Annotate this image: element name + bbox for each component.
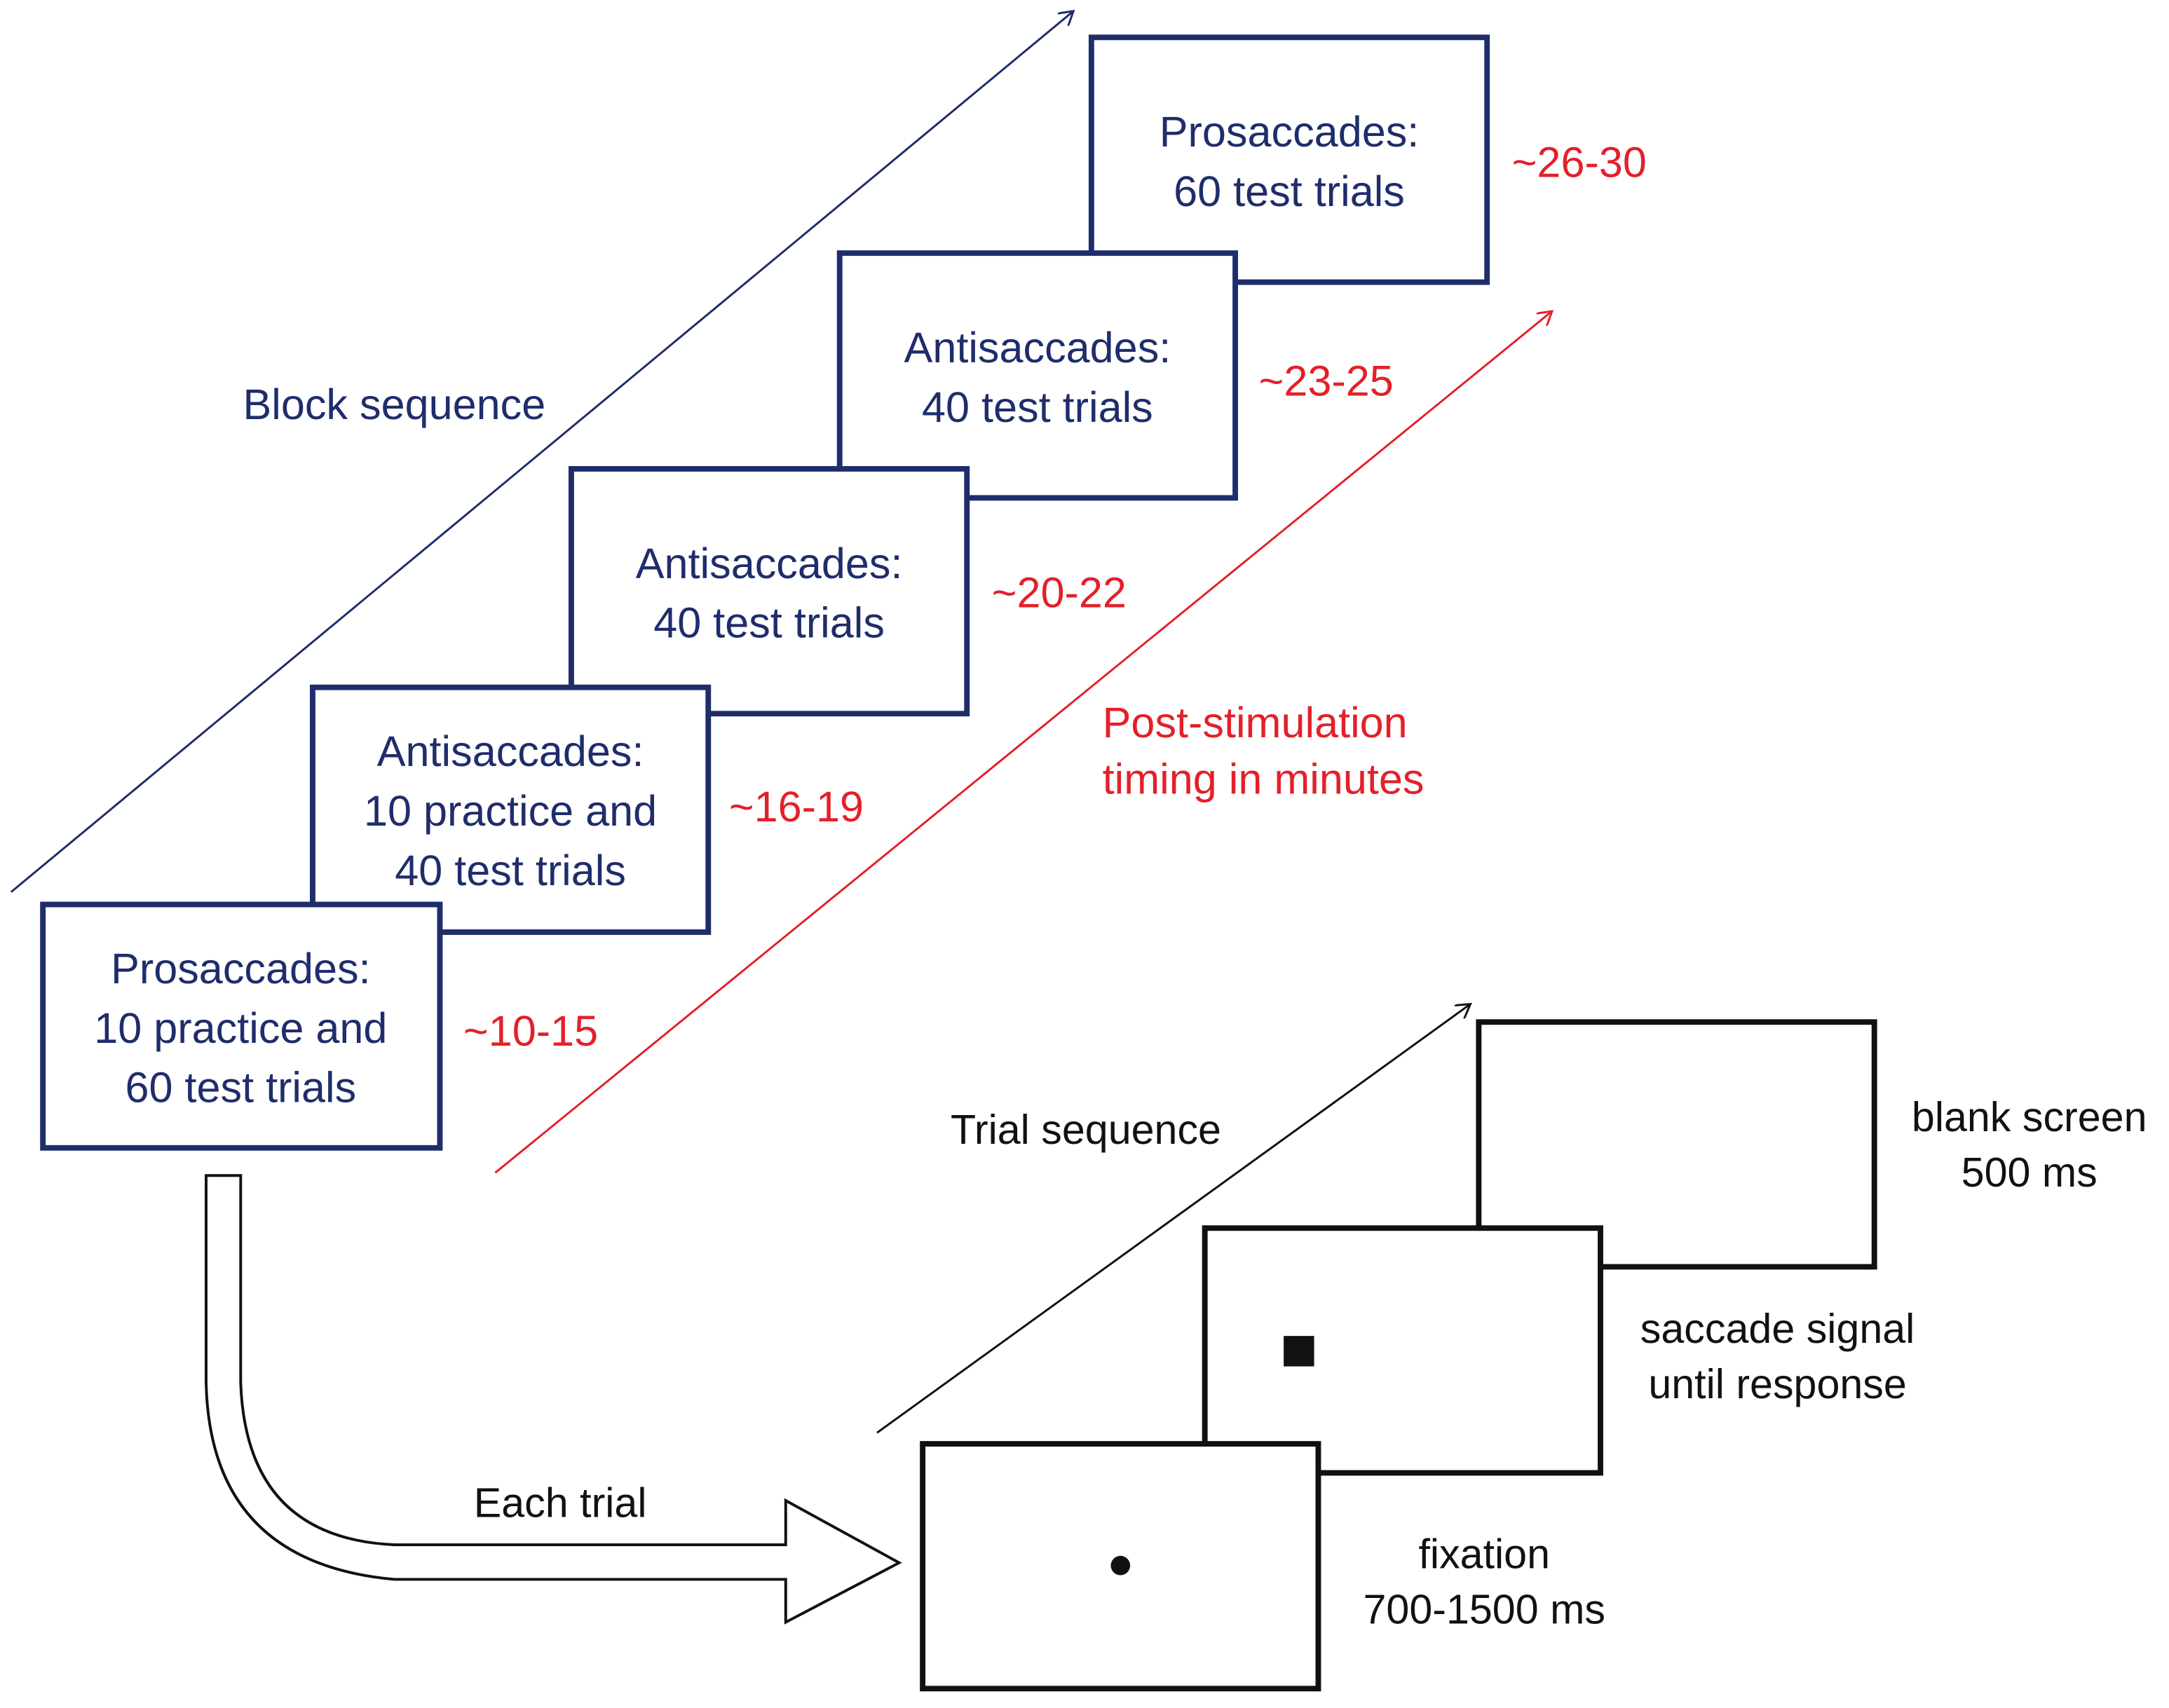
screen-duration: 500 ms: [1961, 1149, 2097, 1196]
block-text: 10 practice and: [364, 787, 657, 835]
block-timing: ~23-25: [1259, 357, 1394, 404]
block-timing: ~20-22: [992, 568, 1127, 616]
block-text: 60 test trials: [1174, 168, 1405, 215]
block-text: Antisaccades:: [377, 727, 644, 775]
screen-duration: 700-1500 ms: [1364, 1586, 1605, 1633]
block-timing: ~10-15: [463, 1007, 598, 1055]
screen-saccade-signal: saccade signal until response: [1202, 1225, 1915, 1476]
block-5: Prosaccades: 60 test trials ~26-30: [1088, 34, 1647, 285]
block-1: Prosaccades: 10 practice and 60 test tri…: [40, 901, 598, 1151]
block-text: Prosaccades:: [111, 945, 371, 992]
block-timing: ~26-30: [1512, 139, 1647, 186]
each-trial-label: Each trial: [474, 1480, 647, 1526]
screen-duration: until response: [1648, 1360, 1907, 1407]
block-text: 10 practice and: [94, 1004, 387, 1052]
block-sequence-arrow: [10, 11, 1073, 893]
block-text: Antisaccades:: [636, 540, 903, 587]
timing-axis-label: Post-stimulation: [1103, 699, 1408, 746]
block-text: Prosaccades:: [1160, 108, 1420, 156]
screen-label: blank screen: [1912, 1093, 2147, 1140]
screen-fixation: fixation 700-1500 ms: [920, 1441, 1605, 1692]
block-text: Antisaccades:: [904, 324, 1171, 371]
fixation-dot: [1110, 1555, 1131, 1576]
screen-label: saccade signal: [1640, 1305, 1915, 1352]
block-text: 60 test trials: [125, 1064, 356, 1112]
block-2: Antisaccades: 10 practice and 40 test tr…: [310, 684, 864, 935]
block-text: 40 test trials: [922, 383, 1153, 431]
screen-label: fixation: [1418, 1531, 1550, 1578]
block-text: 40 test trials: [395, 847, 626, 894]
block-sequence-label: Block sequence: [243, 381, 545, 428]
trial-sequence-arrow: [876, 1004, 1471, 1434]
block-text: 40 test trials: [653, 599, 885, 647]
timing-axis-label: timing in minutes: [1103, 756, 1425, 803]
block-timing: ~16-19: [729, 783, 864, 831]
each-trial-arrow: [205, 1174, 902, 1625]
trial-sequence-label: Trial sequence: [951, 1106, 1221, 1153]
block-4: Antisaccades: 40 test trials ~23-25: [836, 250, 1394, 501]
block-3: Antisaccades: 40 test trials ~20-22: [568, 466, 1127, 717]
saccade-target-square: [1284, 1336, 1314, 1367]
timing-arrow: [494, 311, 1552, 1174]
